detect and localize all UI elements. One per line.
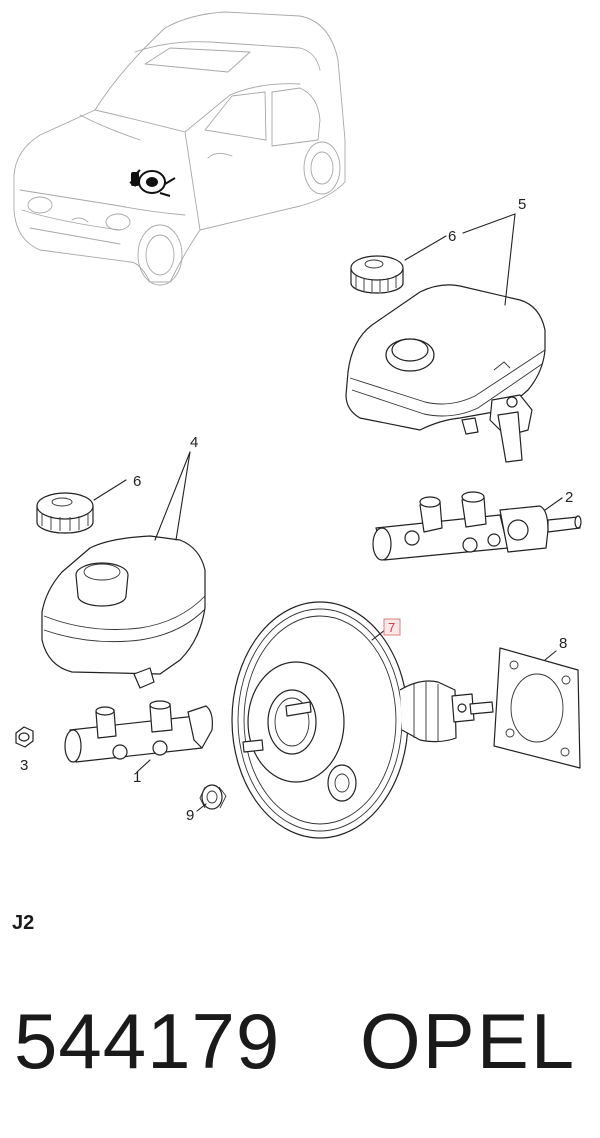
master-cylinder-upper [372,491,582,561]
reservoir-cap-lower [36,492,94,534]
brand-name: OPEL [360,997,577,1085]
grommet [199,784,227,810]
callout-6-lower: 6 [133,473,141,490]
callout-3: 3 [20,757,28,774]
exploded-parts-diagram: 5 6 4 6 2 7 8 3 1 9 [13,11,582,839]
callout-6-upper: 6 [448,228,456,245]
callout-labels: 5 6 4 6 2 7 8 3 1 9 [20,196,573,824]
brake-booster [231,601,494,839]
leader-lines [93,213,563,812]
nut [15,726,34,748]
callout-7: 7 [388,620,395,635]
part-number: 544179 [14,997,281,1085]
sheet-code: J2 [12,912,35,934]
booster-location-marker [129,169,176,197]
master-cylinder-lower [64,700,213,763]
callout-2: 2 [565,489,573,506]
reservoir-cap-upper [350,255,404,294]
callout-9: 9 [186,807,194,824]
callout-8: 8 [559,635,567,652]
car-overview-illustration [13,11,346,286]
gasket [493,647,581,769]
callout-1: 1 [133,769,141,786]
callout-5: 5 [518,196,526,213]
callout-4: 4 [190,434,198,451]
brake-fluid-reservoir-lower [41,535,206,689]
highlight-box-7 [383,618,401,636]
brake-fluid-reservoir-upper [345,284,546,463]
